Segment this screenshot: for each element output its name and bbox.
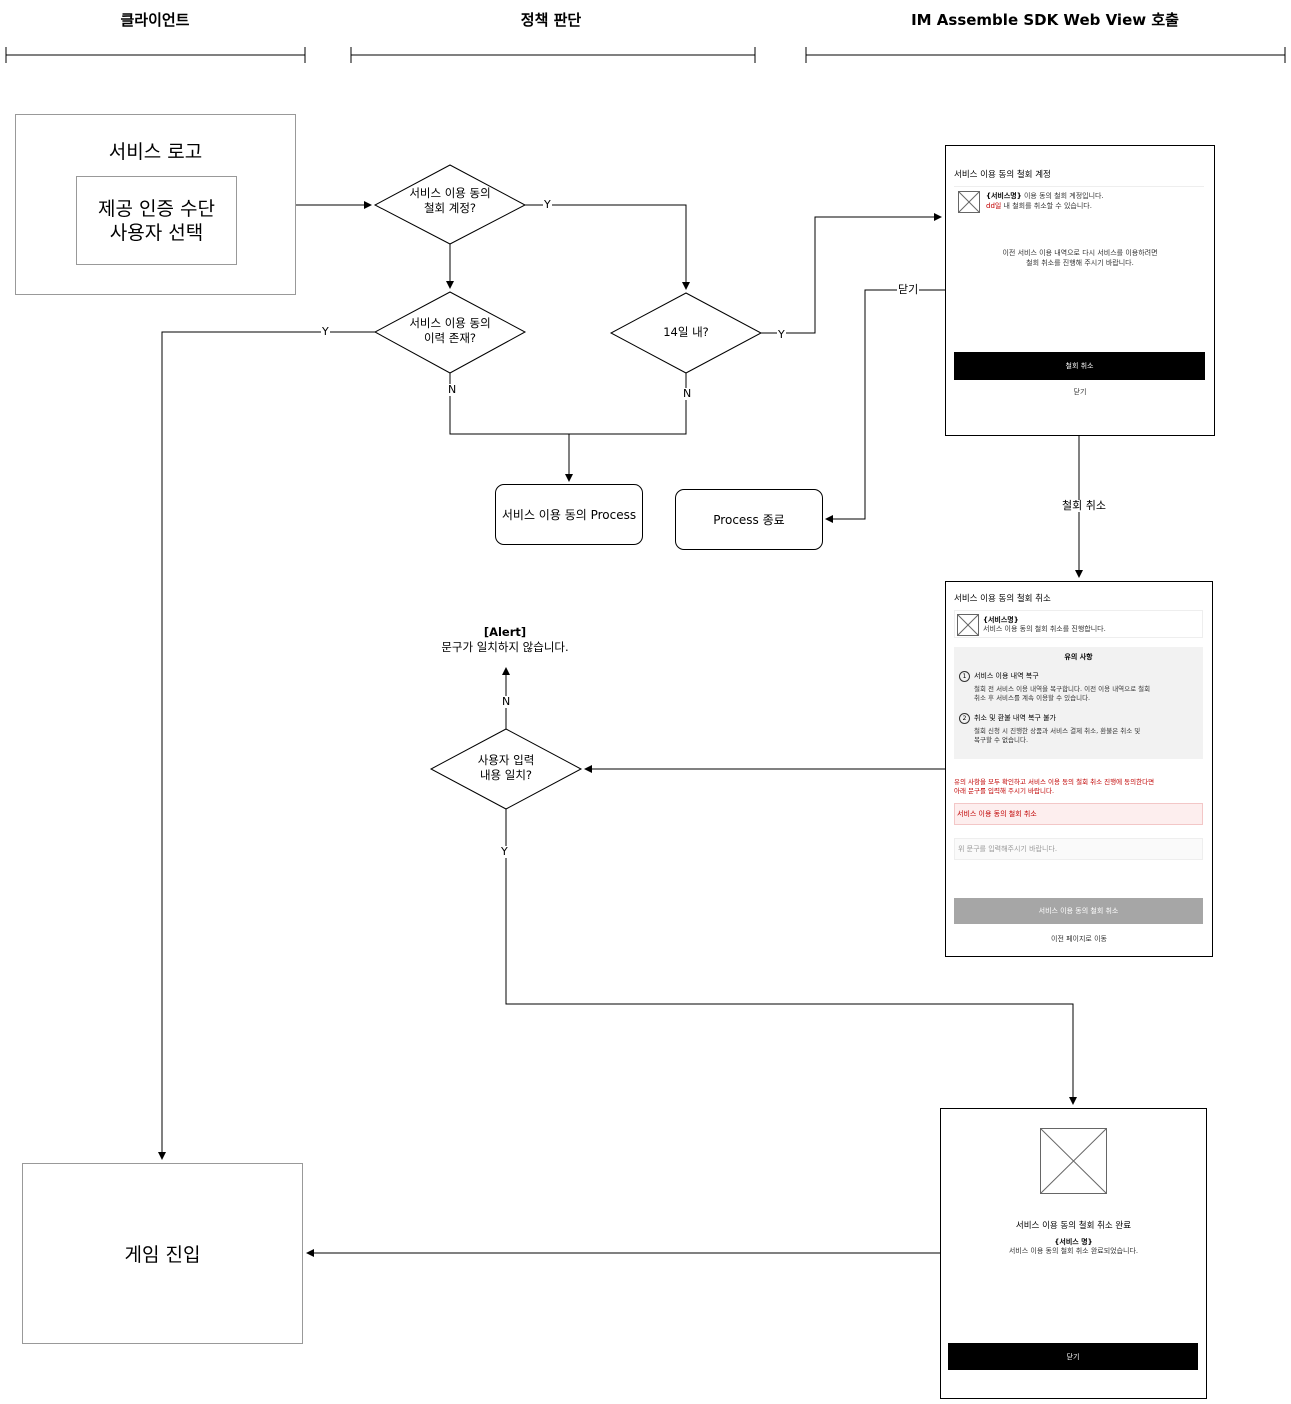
alert-message: [Alert] 문구가 일치하지 않습니다.: [405, 625, 605, 655]
screen3-service-name: {서비스 명}: [1054, 1238, 1093, 1246]
screen2-service-name: {서비스명}: [983, 616, 1019, 624]
number-badge-1: 1: [959, 671, 970, 682]
screen1-body: 이전 서비스 이용 내역으로 다시 서비스를 이용하려면 철회 취소를 진행해 …: [946, 248, 1214, 268]
screen2-item2-body: 철회 신청 시 진행한 상품과 서비스 결제 취소, 환불은 취소 및 복구할 …: [974, 727, 1140, 745]
label-d2-yes: Y: [321, 325, 330, 338]
screen-withdrawn-account: 서비스 이용 동의 철회 계정 {서비스명} 이용 동의 철회 계정입니다. d…: [945, 145, 1215, 436]
lane-dividers: [5, 47, 1286, 63]
screen1-service-row: {서비스명} 이용 동의 철회 계정입니다. dd일 내 철회를 취소할 수 있…: [954, 186, 1204, 215]
service-logo-text: 서비스 로고: [108, 141, 203, 163]
edge-d3-yes-to-screen1: [761, 213, 942, 334]
label-d4-no: N: [501, 695, 512, 708]
screen2-item1-line2: 취소 후 서비스를 계속 이용할 수 있습니다.: [974, 694, 1091, 702]
d2-text-line2: 이력 존재?: [423, 331, 477, 345]
d3-text: 14일 내?: [663, 325, 709, 339]
edge-d3-no-to-process: [569, 373, 687, 435]
screen2-item2-title: 취소 및 환불 내역 복구 불가: [974, 714, 1056, 722]
screen1-body-line2: 철회 취소를 진행해 주시기 바랍니다.: [1026, 259, 1134, 267]
screen2-back-link[interactable]: 이전 페이지로 이동: [1051, 935, 1107, 943]
label-d3-no: N: [682, 387, 693, 400]
lane-webview: IM Assemble SDK Web View 호출: [911, 11, 1179, 29]
screen2-warn-line2: 아래 문구를 입력해 주시기 바랍니다.: [954, 787, 1055, 795]
alert-title: [Alert]: [483, 625, 527, 639]
screen2-submit-button[interactable]: 서비스 이용 동의 철회 취소: [954, 898, 1203, 924]
screen2-item2-line2: 복구할 수 없습니다.: [974, 736, 1029, 744]
edge-d2-no-to-process: [449, 373, 573, 482]
auth-method-line2: 사용자 선택: [109, 221, 204, 244]
screen1-title: 서비스 이용 동의 철회 계정: [954, 170, 1051, 180]
screen1-service-name: {서비스명}: [986, 192, 1022, 200]
screen2-warn-line1: 유의 사항을 모두 확인하고 서비스 이용 동의 철회 취소 진행에 동의한다면: [954, 778, 1155, 786]
edge-d4-yes-to-screen3: [505, 809, 1077, 1105]
number-badge-2: 2: [959, 713, 970, 724]
screen1-line1: {서비스명} 이용 동의 철회 계정입니다.: [986, 191, 1104, 201]
screen1-body-line1: 이전 서비스 이용 내역으로 다시 서비스를 이용하려면: [1002, 249, 1158, 257]
screen-cancel-withdrawal: 서비스 이용 동의 철회 취소 {서비스명} 서비스 이용 동의 철회 취소를 …: [945, 581, 1213, 957]
screen2-title: 서비스 이용 동의 철회 취소: [954, 594, 1051, 604]
screen2-input-placeholder: 위 문구를 입력해주시기 바랍니다.: [958, 845, 1058, 853]
label-d3-yes: Y: [777, 328, 786, 341]
screen2-item1-body: 철회 전 서비스 이용 내역을 복구합니다. 이전 이용 내역으로 철회 취소 …: [974, 685, 1150, 703]
lane-client: 클라이언트: [120, 11, 190, 29]
d4-text-line1: 사용자 입력: [477, 753, 535, 767]
d2-text: 서비스 이용 동의 이력 존재?: [385, 316, 515, 346]
label-cancel-withdrawal: 철회 취소: [1061, 499, 1107, 512]
screen1-line2-rest: 내 철회를 취소할 수 있습니다.: [1001, 202, 1092, 210]
screen2-warning: 유의 사항을 모두 확인하고 서비스 이용 동의 철회 취소 진행에 동의한다면…: [954, 778, 1206, 796]
screen3-close-button[interactable]: 닫기: [948, 1343, 1198, 1370]
label-d1-yes: Y: [543, 198, 552, 211]
screen2-item2-line1: 철회 신청 시 진행한 상품과 서비스 결제 취소, 환불은 취소 및: [974, 727, 1141, 735]
screen1-close-link[interactable]: 닫기: [1073, 388, 1087, 396]
screen1-dday: dd일: [986, 202, 1002, 210]
edge-screen1-close-to-end: [825, 289, 945, 523]
label-d4-yes: Y: [500, 845, 509, 858]
screen2-phrase-input[interactable]: 위 문구를 입력해주시기 바랍니다.: [954, 838, 1203, 860]
screen3-title: 서비스 이용 동의 철회 취소 완료: [1015, 1221, 1132, 1231]
d2-text-line1: 서비스 이용 동의: [409, 316, 491, 330]
edges: [158, 201, 1083, 1257]
process-end: Process 종료: [675, 489, 823, 550]
edge-d1-yes-to-d3: [525, 204, 690, 290]
edge-d2-yes-to-game: [158, 331, 375, 1160]
screen2-item1-line1: 철회 전 서비스 이용 내역을 복구합니다. 이전 이용 내역으로 철회: [974, 685, 1151, 693]
game-entry-box: 게임 진입: [22, 1163, 303, 1344]
d1-text-line1: 서비스 이용 동의: [409, 186, 491, 200]
screen-cancel-complete: 서비스 이용 동의 철회 취소 완료 {서비스 명} 서비스 이용 동의 철회 …: [940, 1108, 1207, 1399]
screen1-line2: dd일 내 철회를 취소할 수 있습니다.: [986, 201, 1092, 211]
d1-text: 서비스 이용 동의 철회 계정?: [385, 186, 515, 216]
alert-text: 문구가 일치하지 않습니다.: [441, 640, 569, 654]
screen2-notice-title: 유의 사항: [1064, 653, 1093, 661]
screen2-item1-title: 서비스 이용 내역 복구: [974, 672, 1039, 680]
screen2-notice-panel: 유의 사항 1 서비스 이용 내역 복구 철회 전 서비스 이용 내역을 복구합…: [954, 647, 1203, 759]
d1-text-line2: 철회 계정?: [423, 201, 477, 215]
screen1-cancel-withdrawal-button[interactable]: 철회 취소: [954, 352, 1205, 380]
d4-text: 사용자 입력 내용 일치?: [441, 753, 571, 783]
lane-policy: 정책 판단: [520, 11, 582, 29]
image-placeholder-icon: [958, 191, 980, 213]
screen1-line1-rest: 이용 동의 철회 계정입니다.: [1021, 192, 1104, 200]
image-placeholder-icon: [957, 614, 979, 636]
screen2-service-row: {서비스명} 서비스 이용 동의 철회 취소를 진행합니다.: [954, 610, 1203, 638]
label-close: 닫기: [897, 283, 920, 296]
image-placeholder-icon: [1040, 1128, 1107, 1194]
d4-text-line2: 내용 일치?: [479, 768, 533, 782]
label-d2-no: N: [447, 383, 458, 396]
client-login-box: 서비스 로고 제공 인증 수단 사용자 선택: [15, 114, 296, 295]
auth-method-line1: 제공 인증 수단: [98, 197, 215, 220]
screen3-desc: 서비스 이용 동의 철회 취소 완료되었습니다.: [1008, 1247, 1139, 1255]
screen2-required-phrase: 서비스 이용 동의 철회 취소: [954, 803, 1203, 825]
process-consent: 서비스 이용 동의 Process: [495, 484, 643, 545]
auth-method-select-box: 제공 인증 수단 사용자 선택: [76, 176, 237, 265]
screen2-service-desc: 서비스 이용 동의 철회 취소를 진행합니다.: [983, 625, 1106, 633]
